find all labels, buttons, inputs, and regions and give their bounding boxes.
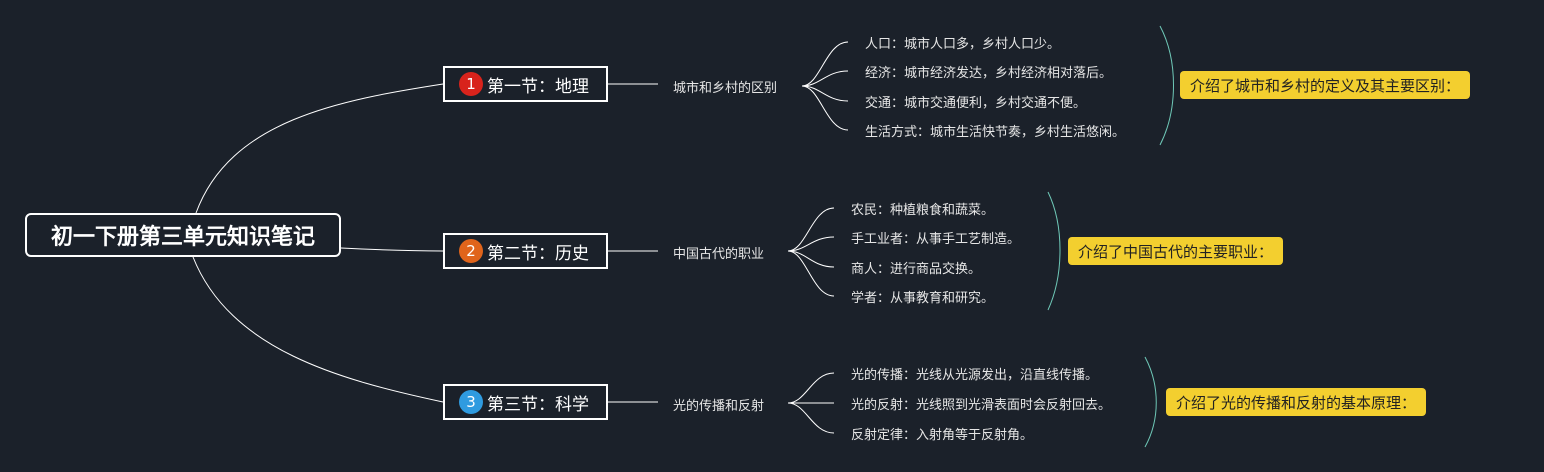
point-item[interactable]: 交通：城市交通便利，乡村交通不便。 (865, 96, 1087, 111)
point-item[interactable]: 手工业者：从事手工艺制造。 (851, 232, 1021, 247)
priority-3-icon: 3 (459, 390, 483, 414)
summary-bracket-1 (1159, 25, 1174, 146)
link-root-sec2 (340, 247, 444, 252)
topic-node-2[interactable]: 中国古代的职业 (673, 247, 765, 262)
priority-2-icon: 2 (459, 239, 483, 263)
point-item[interactable]: 学者：从事教育和研究。 (851, 291, 995, 306)
summary-box-1[interactable]: 介绍了城市和乡村的定义及其主要区别： (1180, 71, 1471, 99)
point-item[interactable]: 农民：种植粮食和蔬菜。 (851, 203, 995, 218)
point-item[interactable]: 生活方式：城市生活快节奏，乡村生活悠闲。 (865, 125, 1126, 140)
point-item[interactable]: 商人：进行商品交换。 (851, 262, 982, 277)
point-item[interactable]: 反射定律：入射角等于反射角。 (851, 428, 1034, 443)
point-item[interactable]: 人口：城市人口多，乡村人口少。 (865, 37, 1061, 52)
section-title: 第二节：历史 (487, 243, 589, 264)
summary-box-2[interactable]: 介绍了中国古代的主要职业： (1068, 237, 1284, 265)
point-item[interactable]: 光的传播：光线从光源发出，沿直线传播。 (851, 368, 1099, 383)
point-item[interactable]: 光的反射：光线照到光滑表面时会反射回去。 (851, 398, 1112, 413)
summary-text: 介绍了中国古代的主要职业： (1078, 242, 1274, 261)
point-item[interactable]: 经济：城市经济发达，乡村经济相对落后。 (865, 66, 1113, 81)
section-node-2[interactable]: 2 第二节：历史 (443, 233, 608, 269)
topic-node-3[interactable]: 光的传播和反射 (673, 399, 765, 414)
section-title: 第三节：科学 (487, 394, 589, 415)
summary-text: 介绍了光的传播和反射的基本原理： (1176, 393, 1417, 412)
summary-box-3[interactable]: 介绍了光的传播和反射的基本原理： (1166, 388, 1427, 416)
summary-bracket-2 (1047, 191, 1061, 311)
section-node-3[interactable]: 3 第三节：科学 (443, 384, 608, 420)
link-root-sec1 (195, 83, 444, 214)
section-node-1[interactable]: 1 第一节：地理 (443, 66, 608, 102)
link-root-sec3 (192, 256, 444, 403)
root-title: 初一下册第三单元知识笔记 (50, 225, 315, 250)
topic-node-1[interactable]: 城市和乡村的区别 (673, 81, 778, 96)
priority-1-icon: 1 (459, 72, 483, 96)
summary-text: 介绍了城市和乡村的定义及其主要区别： (1190, 76, 1461, 95)
root-node[interactable]: 初一下册第三单元知识笔记 (25, 213, 341, 257)
summary-bracket-3 (1144, 356, 1157, 448)
section-title: 第一节：地理 (487, 76, 589, 97)
